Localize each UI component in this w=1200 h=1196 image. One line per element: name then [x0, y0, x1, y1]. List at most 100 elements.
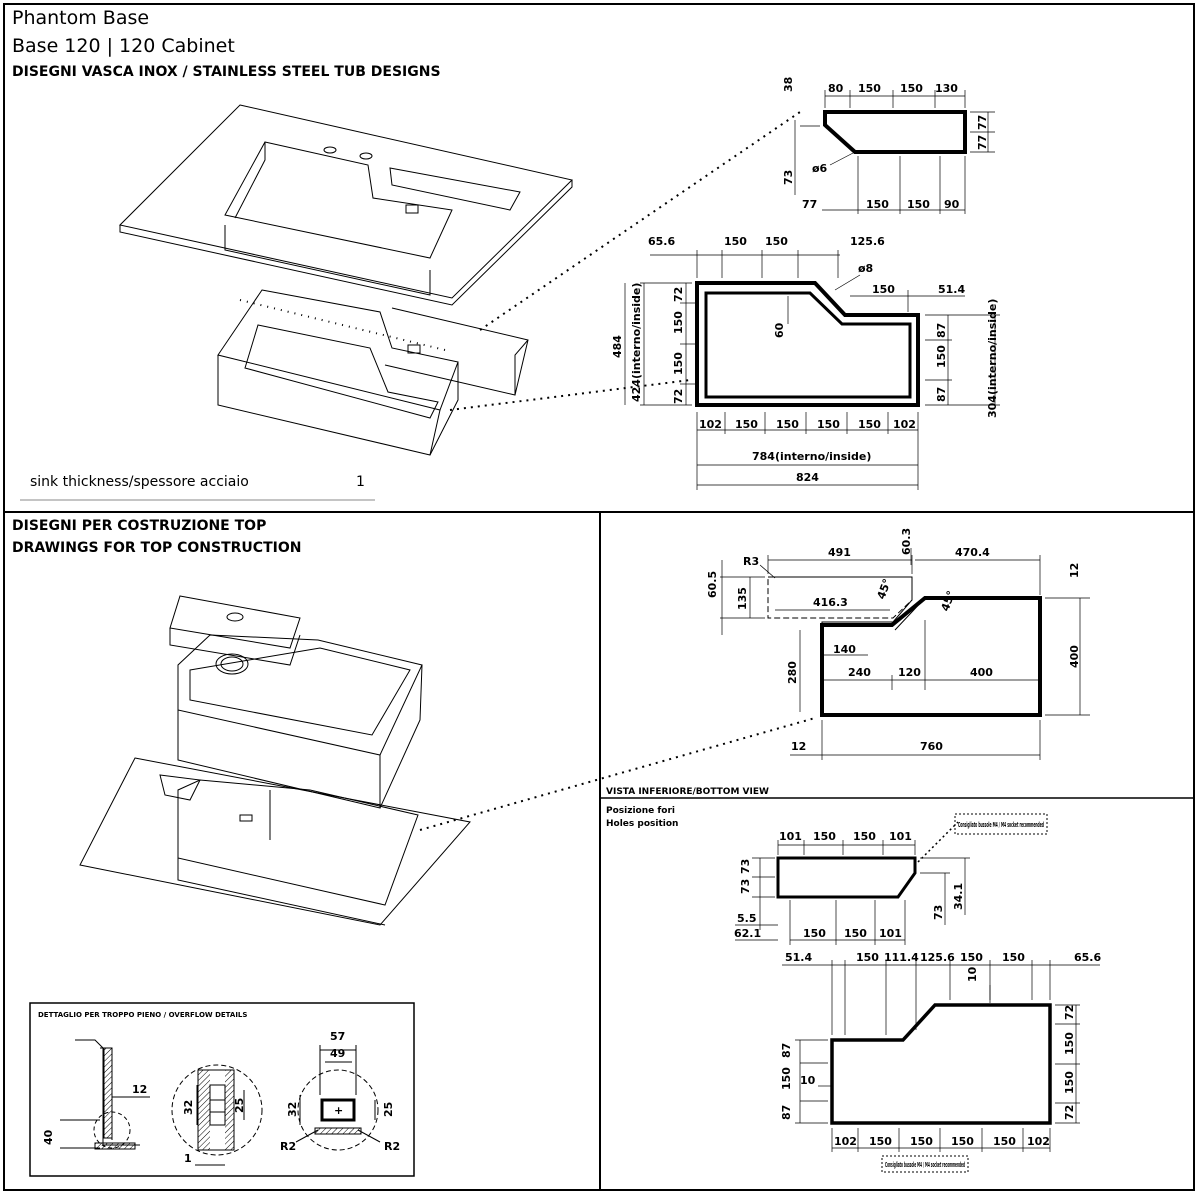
dim-label: 101 [889, 830, 912, 843]
leader-line [479, 111, 801, 331]
dim-label: 87 [780, 1105, 793, 1120]
dim-label: 87 [780, 1043, 793, 1058]
dim-label: 150 [844, 927, 867, 940]
dim-label: 150 [907, 198, 930, 211]
dim-label: 102 [834, 1135, 857, 1148]
dim-label: 150 [813, 830, 836, 843]
overflow-detail-box: DETTAGLIO PER TROPPO PIENO / OVERFLOW DE… [29, 1002, 415, 1177]
dim-label: 130 [935, 82, 958, 95]
page-title: Phantom Base [12, 7, 149, 29]
dim-label: R2 [384, 1140, 400, 1153]
leader-line [917, 821, 959, 863]
dim-label: 416.3 [813, 596, 848, 609]
dim-label: 102 [893, 418, 916, 431]
dim-label: 784(interno/inside) [752, 450, 871, 463]
angle-label: 45° [939, 589, 958, 613]
section-title-tub: DISEGNI VASCA INOX / STAINLESS STEEL TUB… [12, 64, 441, 80]
dim-label: 120 [898, 666, 921, 679]
isometric-top-assembly [79, 595, 471, 926]
dim-label: 135 [736, 587, 749, 610]
dim-label: 51.4 [785, 951, 812, 964]
section-title-top-en: DRAWINGS FOR TOP CONSTRUCTION [12, 540, 301, 556]
dim-label: 150 [817, 418, 840, 431]
dim-label: 49 [330, 1047, 345, 1060]
dim-label: 150 [910, 1135, 933, 1148]
dim-label: 25 [382, 1102, 395, 1117]
dim-label: 90 [944, 198, 960, 211]
large-tub-plan: 65.6 150 150 125.6 ø8 150 51.4 60 72 150… [611, 235, 1000, 490]
hole-diameter-label: ø6 [812, 162, 828, 175]
dim-label: 824 [796, 471, 819, 484]
dim-label: 484 [611, 335, 624, 358]
dim-label: 65.6 [648, 235, 675, 248]
dim-label: 62.1 [734, 927, 761, 940]
dim-label: 150 [803, 927, 826, 940]
isometric-tub [217, 289, 529, 456]
dim-label: 73 [782, 170, 795, 185]
note-label: Consigliato bussole M4 / M4 socket recom… [885, 1161, 965, 1169]
dim-label: 150 [935, 345, 948, 368]
dim-label: 280 [786, 661, 799, 684]
dim-label: 5.5 [737, 912, 757, 925]
dim-label: 424(interno/inside) [630, 283, 643, 402]
dim-label: 34.1 [952, 883, 965, 910]
dim-label: 72 [672, 287, 685, 302]
dim-label: 77 [802, 198, 817, 211]
dim-label: 72 [1063, 1005, 1076, 1020]
holes-title-en: Holes position [606, 819, 678, 829]
dim-label: 150 [1002, 951, 1025, 964]
dim-label: 32 [286, 1102, 299, 1117]
dim-label: 60.5 [706, 571, 719, 598]
dim-label: 150 [993, 1135, 1016, 1148]
dim-label: 150 [1063, 1071, 1076, 1094]
dim-label: R2 [280, 1140, 296, 1153]
section-title-top-it: DISEGNI PER COSTRUZIONE TOP [12, 518, 266, 534]
holes-title-it: Posizione fori [606, 806, 675, 816]
dim-label: 150 [858, 418, 881, 431]
small-section-drawing: 80 150 150 130 38 73 77 77 ø6 77 150 150… [782, 77, 995, 214]
dim-label: 150 [951, 1135, 974, 1148]
dim-label: 51.4 [938, 283, 965, 296]
dim-label: 65.6 [1074, 951, 1101, 964]
dim-label: 12 [791, 740, 806, 753]
dim-label: 12 [1068, 563, 1081, 578]
dim-label: 10 [966, 966, 979, 982]
dim-label: R3 [743, 555, 759, 568]
dim-label: 38 [782, 77, 795, 92]
dim-label: 150 [672, 352, 685, 375]
dim-label: 77 [976, 135, 989, 150]
dim-label: 150 [735, 418, 758, 431]
dim-label: 60.3 [900, 528, 913, 555]
dim-label: 73 [932, 905, 945, 920]
dim-label: 101 [779, 830, 802, 843]
dim-label: 400 [1068, 645, 1081, 668]
holes-lower-drawing: 51.4 150 111.4 125.6 150 150 65.6 10 10 … [780, 951, 1101, 1173]
holes-upper-drawing: Consigliato bussole M4 / M4 socket recom… [734, 813, 1048, 945]
dim-label: 111.4 [884, 951, 919, 964]
dim-label: 73 [739, 879, 752, 894]
dim-label: 140 [833, 643, 856, 656]
dim-label: 57 [330, 1030, 345, 1043]
dim-label: 760 [920, 740, 943, 753]
leader-line [449, 379, 691, 411]
note-label: Consigliato bussole M4 / M4 socket recom… [958, 821, 1044, 829]
dim-label: 150 [960, 951, 983, 964]
dim-label: 150 [858, 82, 881, 95]
detail-title: DETTAGLIO PER TROPPO PIENO / OVERFLOW DE… [38, 1011, 247, 1019]
dim-label: 72 [1063, 1105, 1076, 1120]
hole-diameter-label: ø8 [858, 262, 873, 275]
dim-label: 60 [773, 322, 786, 338]
dim-label: 470.4 [955, 546, 990, 559]
dim-label: 400 [970, 666, 993, 679]
thickness-label: sink thickness/spessore acciaio [30, 474, 249, 490]
dim-label: 1 [184, 1152, 192, 1165]
plus-icon: + [334, 1104, 343, 1117]
dim-label: 150 [672, 311, 685, 334]
dim-label: 72 [672, 389, 685, 404]
dim-label: 32 [182, 1100, 195, 1115]
note-box [881, 1155, 969, 1173]
dim-label: 125.6 [920, 951, 955, 964]
dim-label: 101 [879, 927, 902, 940]
dim-label: 150 [765, 235, 788, 248]
